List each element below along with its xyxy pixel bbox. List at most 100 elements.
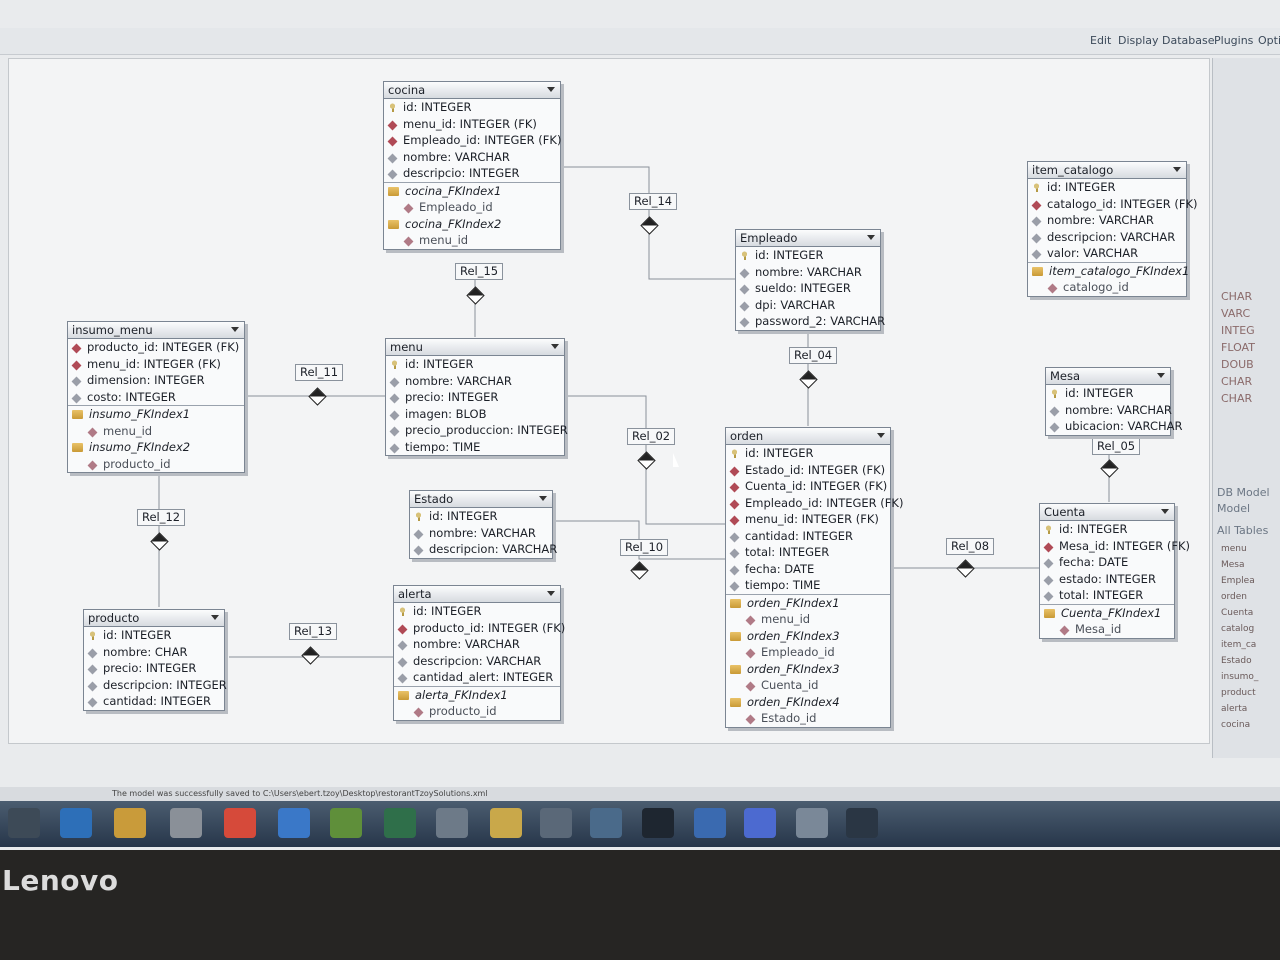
index-row[interactable]: orden_FKIndex4 bbox=[726, 694, 890, 711]
entity-title[interactable]: Estado bbox=[410, 491, 552, 508]
table-tree-item[interactable]: cocina bbox=[1221, 720, 1251, 730]
column-row[interactable]: id: INTEGER bbox=[1040, 521, 1174, 538]
column-row[interactable]: fecha: DATE bbox=[1040, 554, 1174, 571]
column-row[interactable]: menu_id: INTEGER (FK) bbox=[68, 356, 244, 373]
column-row[interactable]: sueldo: INTEGER bbox=[736, 280, 880, 297]
dropdown-arrow-icon[interactable] bbox=[867, 235, 875, 240]
circle-app-icon[interactable] bbox=[744, 808, 776, 838]
entity-title[interactable]: alerta bbox=[394, 586, 560, 603]
entity-title[interactable]: Cuenta bbox=[1040, 504, 1174, 521]
column-row[interactable]: Cuenta_id: INTEGER (FK) bbox=[726, 478, 890, 495]
column-row[interactable]: password_2: VARCHAR bbox=[736, 313, 885, 330]
entity-title[interactable]: cocina bbox=[384, 82, 560, 99]
column-row[interactable]: dpi: VARCHAR bbox=[736, 297, 880, 314]
column-row[interactable]: costo: INTEGER bbox=[68, 389, 244, 406]
menu-plugins[interactable]: Plugins bbox=[1214, 34, 1254, 47]
index-row[interactable]: orden_FKIndex3 bbox=[726, 628, 890, 645]
table-tree-item[interactable]: catalog bbox=[1221, 624, 1255, 634]
media-icon[interactable] bbox=[384, 808, 416, 838]
column-row[interactable]: id: INTEGER bbox=[394, 603, 560, 620]
table-tree-item[interactable]: alerta bbox=[1221, 704, 1248, 714]
column-row[interactable]: menu_id: INTEGER (FK) bbox=[726, 511, 890, 528]
column-row[interactable]: nombre: VARCHAR bbox=[384, 149, 560, 166]
column-row[interactable]: descripcion: VARCHAR bbox=[394, 653, 560, 670]
column-row[interactable]: id: INTEGER bbox=[736, 247, 880, 264]
dropdown-arrow-icon[interactable] bbox=[539, 496, 547, 501]
type-item[interactable]: CHAR bbox=[1221, 290, 1253, 303]
column-row[interactable]: cantidad_alert: INTEGER bbox=[394, 669, 560, 686]
rel-05-label[interactable]: Rel_05 bbox=[1092, 438, 1141, 455]
folder-icon[interactable] bbox=[114, 808, 146, 838]
menu-display[interactable]: Display bbox=[1118, 34, 1159, 47]
index-row[interactable]: insumo_FKIndex2 bbox=[68, 439, 244, 456]
type-item[interactable]: DOUB bbox=[1221, 358, 1254, 371]
column-row[interactable]: descripcio: INTEGER bbox=[384, 165, 560, 182]
column-row[interactable]: descripcion: INTEGER bbox=[84, 677, 227, 694]
entity-title[interactable]: orden bbox=[726, 428, 890, 445]
index-column-row[interactable]: menu_id bbox=[68, 423, 244, 440]
rel-13-label[interactable]: Rel_13 bbox=[289, 623, 338, 640]
index-column-row[interactable]: Estado_id bbox=[726, 710, 890, 727]
column-row[interactable]: imagen: BLOB bbox=[386, 406, 564, 423]
column-row[interactable]: descripcion: VARCHAR bbox=[410, 541, 557, 558]
type-item[interactable]: CHAR bbox=[1221, 375, 1253, 388]
column-row[interactable]: cantidad: INTEGER bbox=[726, 528, 890, 545]
rel-15-label[interactable]: Rel_15 bbox=[455, 263, 504, 280]
column-row[interactable]: Empleado_id: INTEGER (FK) bbox=[384, 132, 561, 149]
index-column-row[interactable]: Empleado_id bbox=[726, 644, 890, 661]
column-row[interactable]: nombre: VARCHAR bbox=[1046, 402, 1172, 419]
entity-title[interactable]: item_catalogo bbox=[1028, 162, 1186, 179]
notes-icon[interactable] bbox=[490, 808, 522, 838]
type-item[interactable]: INTEG bbox=[1221, 324, 1255, 337]
column-row[interactable]: id: INTEGER bbox=[410, 508, 552, 525]
index-column-row[interactable]: catalogo_id bbox=[1028, 279, 1186, 296]
dbdesigner-icon[interactable] bbox=[846, 808, 878, 838]
diagram-canvas[interactable]: Rel_14 Rel_15 Rel_04 Rel_11 Rel_02 Rel_0… bbox=[8, 58, 1210, 744]
vs-icon[interactable] bbox=[694, 808, 726, 838]
column-row[interactable]: nombre: VARCHAR bbox=[1028, 212, 1186, 229]
column-row[interactable]: Mesa_id: INTEGER (FK) bbox=[1040, 538, 1190, 555]
table-tree-item[interactable]: menu bbox=[1221, 544, 1247, 554]
index-column-row[interactable]: menu_id bbox=[384, 232, 560, 249]
index-column-row[interactable]: producto_id bbox=[394, 703, 560, 720]
rel-12-label[interactable]: Rel_12 bbox=[137, 509, 186, 526]
rel-14-label[interactable]: Rel_14 bbox=[629, 193, 678, 210]
index-row[interactable]: Cuenta_FKIndex1 bbox=[1040, 603, 1174, 622]
column-row[interactable]: menu_id: INTEGER (FK) bbox=[384, 116, 560, 133]
column-row[interactable]: id: INTEGER bbox=[1028, 179, 1186, 196]
column-row[interactable]: precio: INTEGER bbox=[386, 389, 564, 406]
table-tree-item[interactable]: Mesa bbox=[1221, 560, 1245, 570]
index-row[interactable]: item_catalogo_FKIndex1 bbox=[1028, 261, 1189, 280]
table-tree-item[interactable]: Emplea bbox=[1221, 576, 1255, 586]
type-item[interactable]: VARC bbox=[1221, 307, 1251, 320]
dropdown-arrow-icon[interactable] bbox=[551, 344, 559, 349]
index-row[interactable]: orden_FKIndex1 bbox=[726, 593, 890, 612]
rel-02-label[interactable]: Rel_02 bbox=[627, 428, 676, 445]
column-row[interactable]: id: INTEGER bbox=[1046, 385, 1170, 402]
menu-edit[interactable]: Edit bbox=[1090, 34, 1112, 47]
column-row[interactable]: nombre: VARCHAR bbox=[410, 525, 552, 542]
entity-title[interactable]: Empleado bbox=[736, 230, 880, 247]
column-row[interactable]: dimension: INTEGER bbox=[68, 372, 244, 389]
dropdown-arrow-icon[interactable] bbox=[877, 433, 885, 438]
rel-11-label[interactable]: Rel_11 bbox=[295, 364, 344, 381]
table-tree-item[interactable]: Cuenta bbox=[1221, 608, 1254, 618]
column-row[interactable]: nombre: VARCHAR bbox=[386, 373, 564, 390]
chrome-icon[interactable] bbox=[224, 808, 256, 838]
column-row[interactable]: valor: VARCHAR bbox=[1028, 245, 1186, 262]
table-tree-item[interactable]: insumo_ bbox=[1221, 672, 1259, 682]
printer-icon[interactable] bbox=[540, 808, 572, 838]
column-row[interactable]: cantidad: INTEGER bbox=[84, 693, 224, 710]
column-row[interactable]: fecha: DATE bbox=[726, 561, 890, 578]
dropdown-arrow-icon[interactable] bbox=[1157, 373, 1165, 378]
ie-icon[interactable] bbox=[60, 808, 92, 838]
network-icon[interactable] bbox=[278, 808, 310, 838]
document-icon[interactable] bbox=[796, 808, 828, 838]
column-row[interactable]: id: INTEGER bbox=[386, 356, 564, 373]
